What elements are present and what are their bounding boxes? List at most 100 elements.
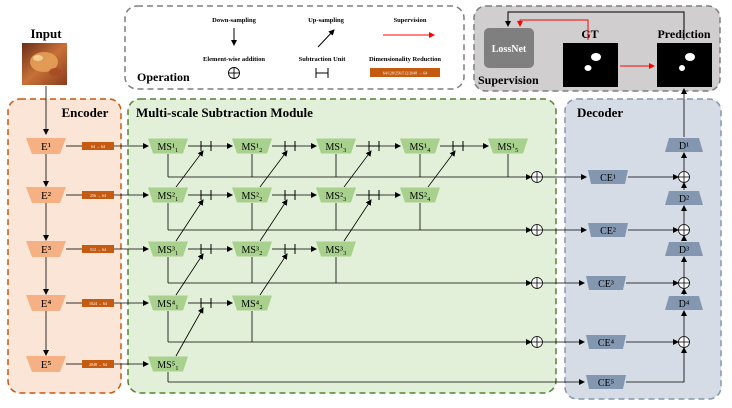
ms-label-2-3: MS²₃ [326, 191, 347, 202]
ce-label-5: CE⁵ [598, 378, 614, 389]
upsample-arrow-2-3 [343, 150, 372, 188]
legend-upsampling-label: Up-sampling [308, 17, 345, 24]
ce-label-4: CE⁴ [598, 338, 615, 349]
decoder-block-4 [665, 296, 703, 310]
subtraction-unit-2-3 [368, 190, 380, 200]
subtraction-unit-3-2 [284, 244, 296, 254]
encoder-block-3 [26, 241, 66, 257]
subtraction-unit-1-1 [200, 141, 212, 151]
ms-block-4-1 [148, 295, 188, 311]
legend-element-add-label: Element-wise addition [203, 56, 265, 63]
encoder-block-1 [26, 138, 66, 154]
upsample-arrow-2-2 [259, 150, 288, 188]
ms-block-4-2 [232, 295, 272, 311]
ms-block-1-5 [488, 138, 528, 154]
encoder-block-5 [26, 356, 66, 372]
encoder-region [7, 98, 122, 394]
prediction-mask-image [657, 43, 712, 87]
decoder-block-1 [665, 138, 703, 152]
ce-block-1 [588, 170, 628, 184]
ms-label-2-4: MS²₄ [410, 191, 431, 202]
ms-block-1-3 [316, 138, 356, 154]
upsample-arrow-3-2 [259, 199, 288, 242]
legend-supervision-label: Supervision [394, 17, 427, 24]
subtraction-unit-1-2 [284, 141, 296, 151]
gt-mask-image [563, 43, 618, 87]
ms-block-2-2 [232, 187, 272, 203]
upsample-arrow-2-1 [175, 150, 204, 188]
ce-block-3 [586, 276, 626, 290]
encoder-block-2 [26, 187, 66, 203]
legend-dim-reduction-chip-label: 64/128/256/512/2048 → 64 [383, 71, 427, 76]
reduction-chip-4 [82, 299, 114, 307]
gt-title: GT [581, 27, 598, 41]
reduction-chip-1 [82, 142, 114, 150]
ms-label-1-5: MS¹₅ [498, 142, 519, 153]
msm-title: Multi-scale Subtraction Module [136, 105, 313, 120]
upsample-arrow-4-2 [259, 253, 288, 296]
legend-element-add-icon [228, 67, 240, 79]
encoder-label-2: E² [41, 190, 52, 202]
ce-block-2 [588, 223, 628, 237]
ms-block-3-3 [316, 241, 356, 257]
ms-label-2-2: MS²₂ [242, 191, 263, 202]
reduction-chip-label-4: 1024 → 64 [89, 301, 107, 306]
ms-label-5-1: MS⁵₁ [157, 360, 178, 371]
reduction-chip-2 [82, 191, 114, 199]
legend-downsampling-label: Down-sampling [212, 17, 256, 24]
ms-label-3-2: MS³₂ [242, 245, 263, 256]
msm-add-node-4 [531, 336, 543, 348]
reduction-chip-3 [82, 245, 114, 253]
decoder-add-node-2 [678, 224, 690, 236]
decoder-block-2 [665, 191, 703, 205]
subtraction-unit-2-2 [284, 190, 296, 200]
msm-add-node-1 [531, 171, 543, 183]
decoder-add-node-3 [678, 277, 690, 289]
input-title: Input [30, 26, 62, 41]
decoder-block-3 [665, 242, 703, 256]
subtraction-unit-2-1 [200, 190, 212, 200]
legend-upsampling-arrow [317, 29, 335, 48]
ms-block-2-4 [400, 187, 440, 203]
reduction-chip-label-3: 512 → 64 [90, 247, 106, 252]
ms-label-1-1: MS¹₁ [158, 142, 179, 153]
ms-block-3-1 [148, 241, 188, 257]
ms-label-4-1: MS⁴₁ [157, 299, 178, 310]
decoder-add-node-1 [678, 171, 690, 183]
reduction-chip-5 [82, 360, 114, 368]
input-image [22, 43, 67, 85]
legend-dim-reduction-chip [370, 68, 440, 77]
ce-block-4 [586, 335, 626, 349]
encoder-label-4: E⁴ [41, 298, 52, 310]
encoder-label-1: E¹ [41, 141, 51, 153]
lossnet-box [484, 28, 534, 68]
legend-dim-reduction-label: Dimensionality Reduction [369, 56, 441, 63]
ms-block-1-1 [148, 138, 188, 154]
ms-block-2-3 [316, 187, 356, 203]
ms-label-1-4: MS¹₄ [410, 142, 431, 153]
msm-add-node-2 [531, 224, 543, 236]
ms-block-1-4 [400, 138, 440, 154]
ce-label-1: CE¹ [600, 173, 616, 184]
ms-label-1-3: MS¹₃ [326, 142, 347, 153]
decoder-add-node-4 [678, 336, 690, 348]
decoder-label-4: D⁴ [679, 299, 690, 310]
ce-block-5 [586, 375, 626, 389]
ms-label-3-3: MS³₃ [326, 245, 347, 256]
reduction-chip-label-2: 256 → 64 [90, 193, 106, 198]
encoder-block-4 [26, 295, 66, 311]
ms-block-5-1 [148, 356, 188, 372]
decoder-title: Decoder [577, 105, 623, 120]
ms-label-4-2: MS⁴₂ [241, 299, 262, 310]
ms-block-2-1 [148, 187, 188, 203]
subtraction-unit-3-1 [200, 244, 212, 254]
legend-subtraction-label: Subtraction Unit [299, 56, 347, 63]
gt-to-lossnet-arrow [517, 19, 589, 40]
ms-label-3-1: MS³₁ [158, 245, 179, 256]
upsample-arrow-3-1 [175, 199, 204, 242]
subtraction-unit-1-3 [368, 141, 380, 151]
legend-subtraction-icon [315, 68, 329, 78]
decoder-label-2: D² [679, 194, 689, 205]
ce5-to-dec-add-4 [626, 347, 687, 383]
